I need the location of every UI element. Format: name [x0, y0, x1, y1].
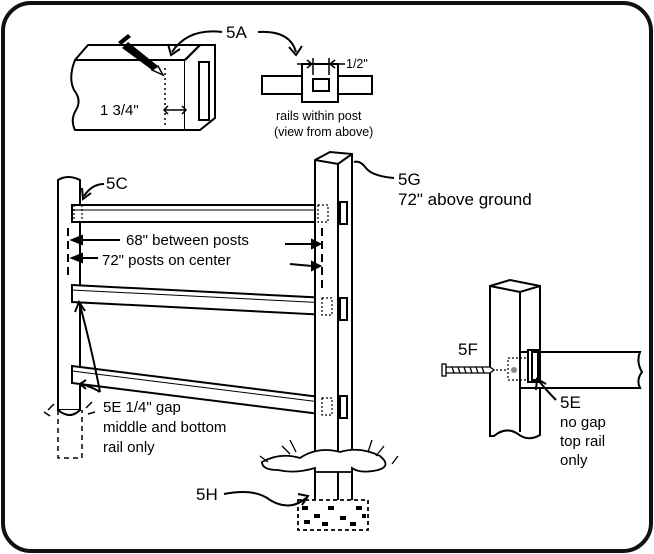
- label-rails-within-post: rails within post: [276, 109, 362, 123]
- left-ground-grass: [43, 401, 96, 417]
- screw-hole: [511, 367, 517, 373]
- label-5g: 5G: [398, 170, 421, 189]
- top-view-rails-within-post: [261, 63, 373, 103]
- arrow-5a-left: [171, 30, 223, 53]
- label-1-3-4: 1 3/4": [100, 102, 139, 119]
- label-5f: 5F: [458, 340, 478, 359]
- arrows-5e-gap: [74, 299, 101, 393]
- pencil-icon: [118, 34, 165, 77]
- label-5e-right: 5E: [560, 393, 581, 412]
- post-hole-concrete: [297, 499, 369, 531]
- label-no-gap: no gap: [560, 414, 606, 431]
- label-5h: 5H: [196, 485, 218, 504]
- rail-dotted-edge: [507, 357, 529, 381]
- arrow-5e-right: [537, 379, 557, 401]
- arrow-5g: [353, 160, 395, 179]
- measurement-markers: [67, 228, 323, 290]
- arrow-5h: [223, 491, 307, 507]
- label-72-above-ground: 72" above ground: [398, 190, 532, 209]
- top-rail: [71, 204, 321, 223]
- label-72-posts-on-center: 72" posts on center: [102, 252, 231, 269]
- fence-rails: [71, 204, 329, 417]
- label-top-rail: top rail: [560, 433, 605, 450]
- label-5e-gap-line2: middle and bottom: [103, 419, 226, 436]
- label-view-from-above: (view from above): [274, 125, 373, 139]
- arrow-5a-right: [257, 30, 297, 53]
- screw-icon: [441, 363, 506, 377]
- label-5c: 5C: [106, 174, 128, 193]
- rail-ends-in-post: [73, 204, 333, 416]
- rail-end-detail: [70, 44, 216, 131]
- label-only: only: [560, 452, 588, 469]
- label-5e-gap-line1: 5E 1/4" gap: [103, 399, 181, 416]
- label-5a: 5A: [226, 23, 247, 42]
- rail-into-post-detail: [519, 349, 644, 389]
- label-5e-gap-line3: rail only: [103, 439, 155, 456]
- post-hole-ground: [259, 439, 399, 473]
- label-68-between-posts: 68" between posts: [126, 232, 249, 249]
- top-view-dim-arrows: [297, 58, 345, 75]
- right-post: [314, 150, 353, 519]
- label-1-2: 1/2": [346, 57, 368, 71]
- post-detail: [489, 278, 541, 440]
- arrow-5c: [83, 183, 105, 197]
